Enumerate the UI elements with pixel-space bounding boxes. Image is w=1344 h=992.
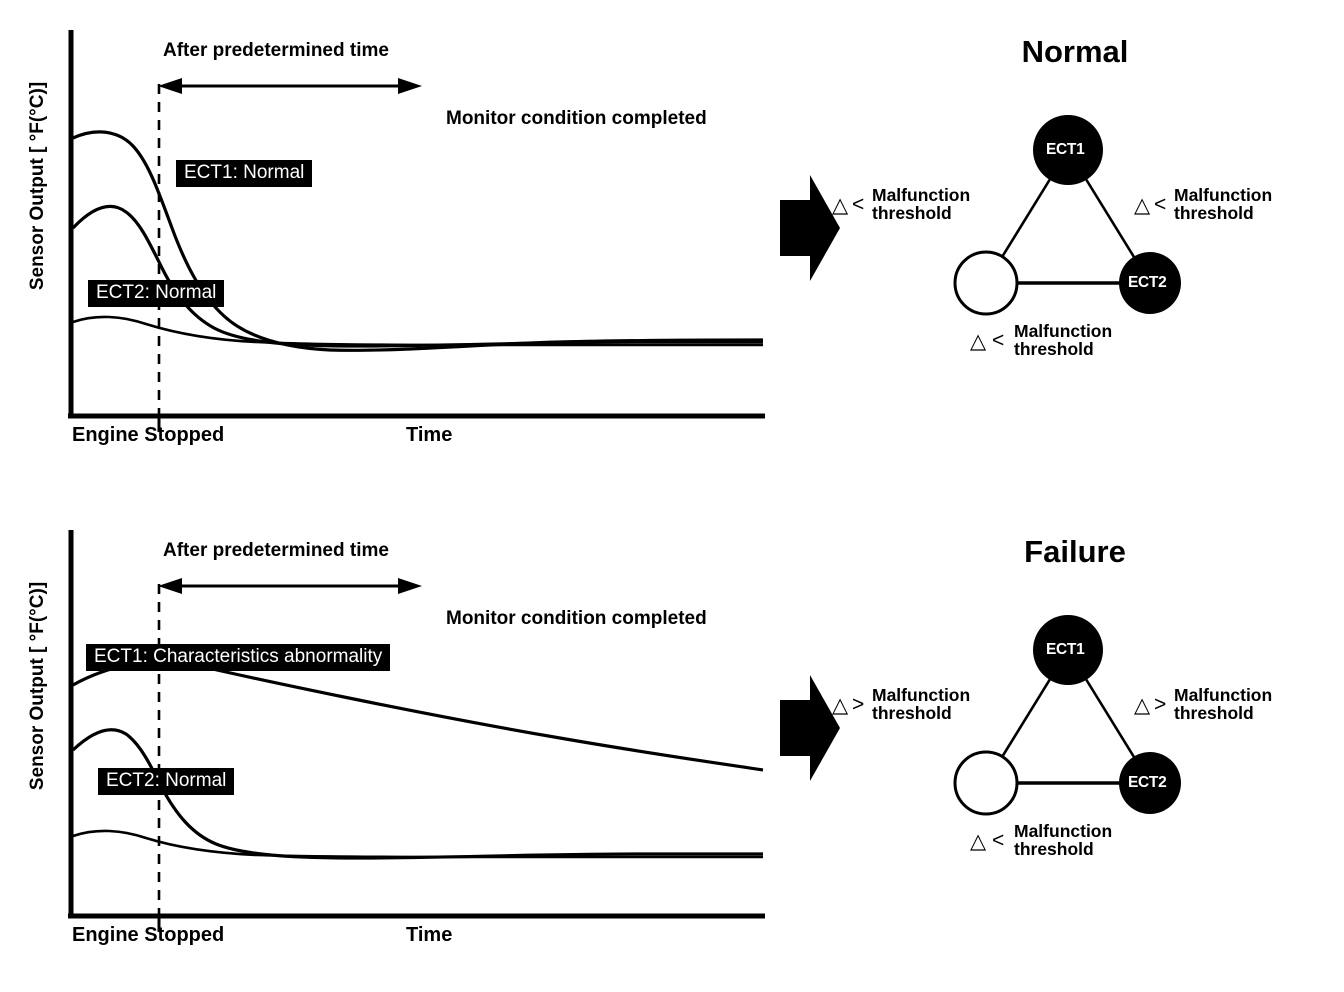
threshold-bottom: △ < Malfunction threshold xyxy=(970,322,1112,358)
node-ect2 xyxy=(1119,252,1181,314)
panel-title-normal: Normal xyxy=(1021,34,1129,69)
node-blank xyxy=(953,250,1019,316)
x-axis-label: Time xyxy=(406,424,453,446)
x-axis-origin-label: Engine Stopped xyxy=(72,424,225,446)
chart-normal-svg xyxy=(68,30,765,432)
arrow-head-right xyxy=(398,78,422,94)
threshold-right-symbol: △ xyxy=(1134,694,1151,717)
threshold-left-symbol: △ xyxy=(832,194,849,217)
node-ect1 xyxy=(1033,115,1103,185)
threshold-right-text: Malfunction threshold xyxy=(1174,186,1272,222)
threshold-right-line1: Malfunction xyxy=(1174,685,1273,705)
node-ect2-label: ECT2 xyxy=(1128,274,1167,291)
arrow-head-left xyxy=(158,78,182,94)
threshold-left: △ > Malfunction threshold xyxy=(832,686,970,722)
panel-normal: Sensor Output [ °F(°C)] After predetermi… xyxy=(0,0,1344,492)
node-ect1-label: ECT1 xyxy=(1046,641,1085,658)
threshold-bottom-line2: threshold xyxy=(1014,839,1094,860)
curve-ect2 xyxy=(71,204,763,348)
threshold-right-line1: Malfunction xyxy=(1174,185,1273,205)
threshold-left-line2: threshold xyxy=(872,203,952,224)
threshold-left-text: Malfunction threshold xyxy=(872,686,970,722)
threshold-right-text: Malfunction threshold xyxy=(1174,686,1272,722)
node-ect1 xyxy=(1033,615,1103,685)
ect2-tag: ECT2: Normal xyxy=(98,768,235,795)
monitor-condition-label: Monitor condition completed xyxy=(446,108,707,129)
curve-baseline xyxy=(72,315,763,347)
threshold-right-line2: threshold xyxy=(1174,703,1254,724)
node-ect2 xyxy=(1119,752,1181,814)
node-ect2-label: ECT2 xyxy=(1128,774,1167,791)
threshold-left-operator: > xyxy=(852,693,865,716)
node-blank xyxy=(953,750,1019,816)
threshold-right-operator: < xyxy=(1154,193,1167,216)
flow-arrow-icon xyxy=(780,175,840,281)
threshold-right: △ < Malfunction threshold xyxy=(1134,186,1272,222)
predetermined-time-label: After predetermined time xyxy=(163,540,389,561)
threshold-right-operator: > xyxy=(1154,693,1167,716)
threshold-left-operator: < xyxy=(852,193,865,216)
threshold-bottom-text: Malfunction threshold xyxy=(1014,822,1112,858)
curve-ect1 xyxy=(72,658,764,772)
threshold-bottom-line1: Malfunction xyxy=(1014,821,1113,841)
threshold-left-line1: Malfunction xyxy=(872,685,971,705)
ect1-tag: ECT1: Normal xyxy=(176,160,313,187)
threshold-left: △ < Malfunction threshold xyxy=(832,186,970,222)
threshold-left-line2: threshold xyxy=(872,703,952,724)
threshold-bottom-text: Malfunction threshold xyxy=(1014,322,1112,358)
chart-failure-svg xyxy=(68,530,765,932)
threshold-left-line1: Malfunction xyxy=(872,185,971,205)
panel-title-failure: Failure xyxy=(1024,534,1126,569)
threshold-bottom-symbol: △ xyxy=(970,830,987,853)
state-diagram-normal: Normal ECT1 ECT2 △ < Malfunction thresho… xyxy=(770,0,1344,470)
threshold-right: △ > Malfunction threshold xyxy=(1134,686,1272,722)
ect1-tag: ECT1: Characteristics abnormality xyxy=(86,644,391,671)
ect2-tag: ECT2: Normal xyxy=(88,280,225,307)
threshold-left-text: Malfunction threshold xyxy=(872,186,970,222)
threshold-bottom-line1: Malfunction xyxy=(1014,321,1113,341)
threshold-bottom-operator: < xyxy=(992,829,1005,852)
monitor-condition-label: Monitor condition completed xyxy=(446,608,707,629)
state-diagram-normal-svg xyxy=(780,115,1181,316)
arrow-head-right xyxy=(398,578,422,594)
x-axis-origin-label: Engine Stopped xyxy=(72,924,225,946)
state-diagram-failure: Failure ECT1 ECT2 △ > Malfunction thresh… xyxy=(770,500,1344,970)
curve-baseline xyxy=(72,829,763,859)
panel-failure: Sensor Output [ °F(°C)] After predetermi… xyxy=(0,500,1344,992)
x-axis-label: Time xyxy=(406,924,453,946)
threshold-right-symbol: △ xyxy=(1134,194,1151,217)
arrow-head-left xyxy=(158,578,182,594)
predetermined-time-label: After predetermined time xyxy=(163,40,389,61)
chart-normal: Sensor Output [ °F(°C)] After predetermi… xyxy=(0,0,800,470)
y-axis-label: Sensor Output [ °F(°C)] xyxy=(27,581,48,791)
flow-arrow-icon xyxy=(780,675,840,781)
y-axis-label: Sensor Output [ °F(°C)] xyxy=(27,81,48,291)
threshold-right-line2: threshold xyxy=(1174,203,1254,224)
threshold-bottom-line2: threshold xyxy=(1014,339,1094,360)
threshold-left-symbol: △ xyxy=(832,694,849,717)
threshold-bottom: △ < Malfunction threshold xyxy=(970,822,1112,858)
threshold-bottom-symbol: △ xyxy=(970,330,987,353)
threshold-bottom-operator: < xyxy=(992,329,1005,352)
state-diagram-failure-svg xyxy=(780,615,1181,816)
node-ect1-label: ECT1 xyxy=(1046,141,1085,158)
chart-failure: Sensor Output [ °F(°C)] After predetermi… xyxy=(0,500,800,970)
